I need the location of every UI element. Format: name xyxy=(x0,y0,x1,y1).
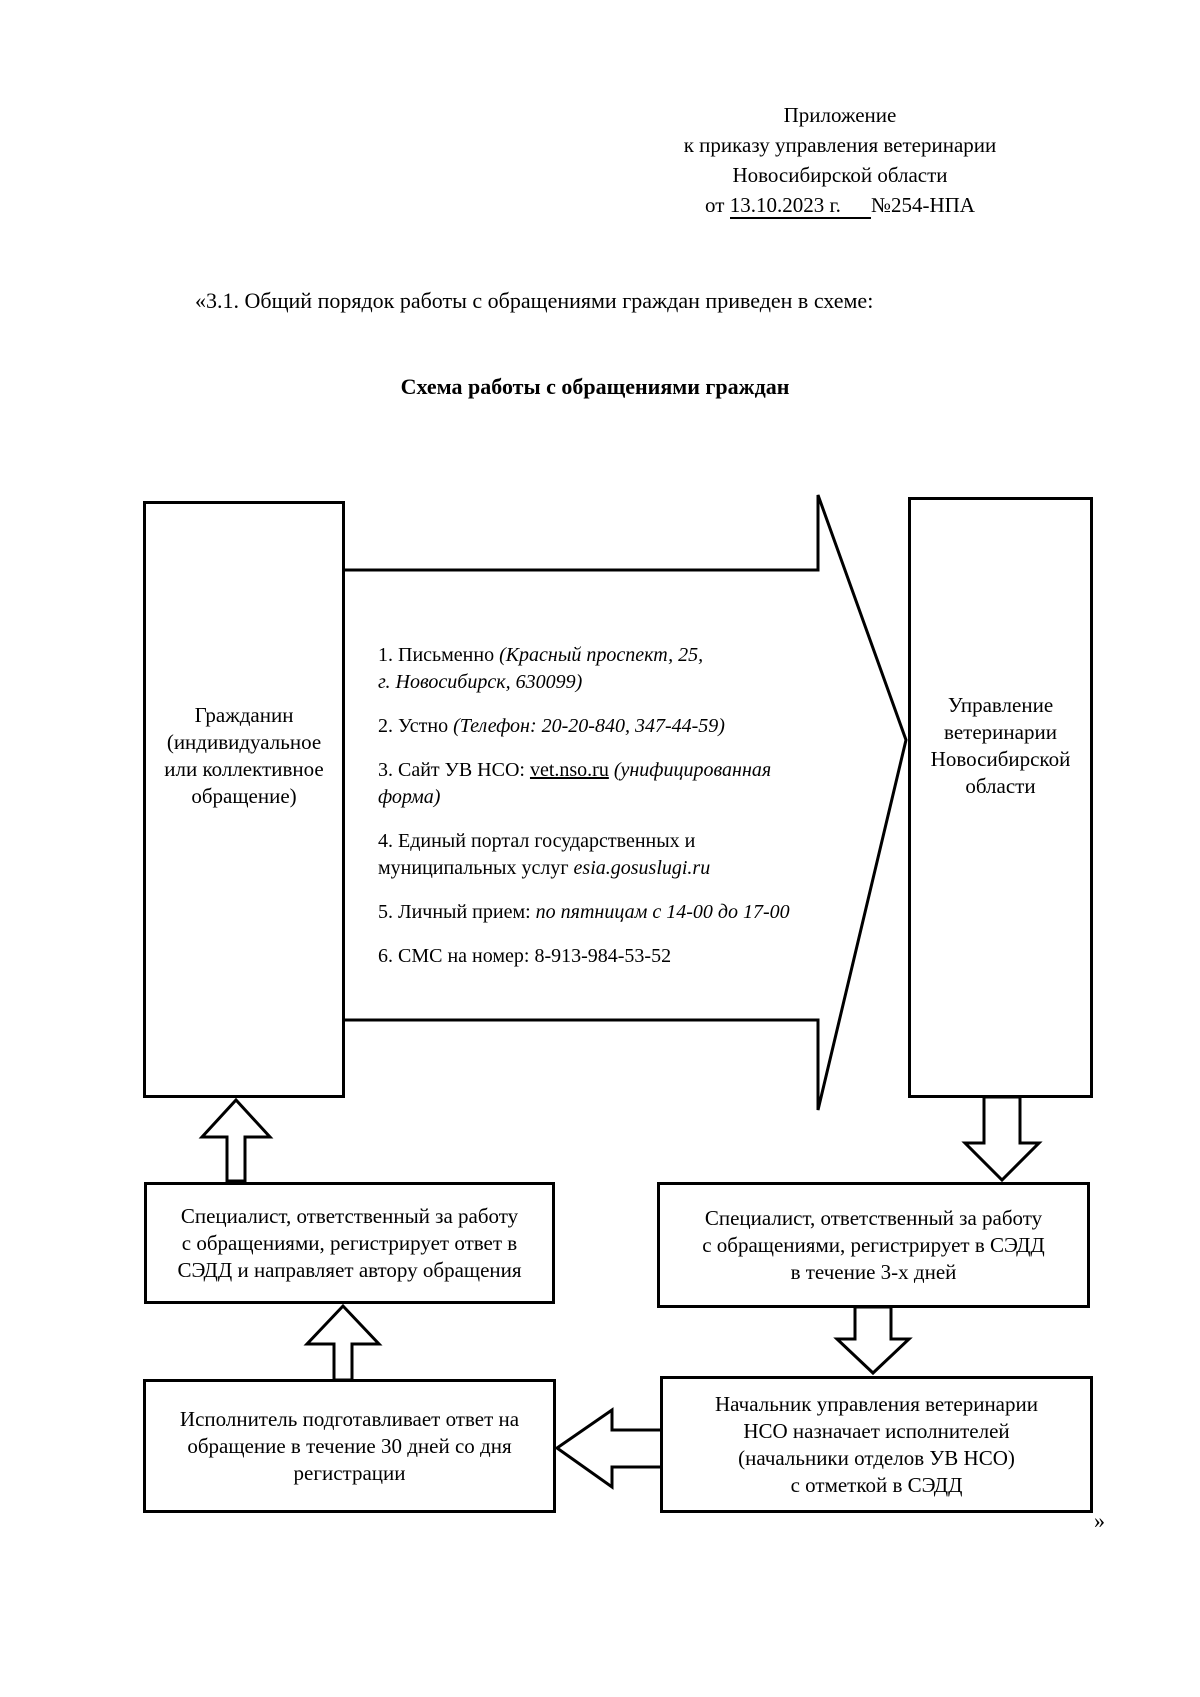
authority-box: Управление ветеринарии Новосибирской обл… xyxy=(908,497,1093,1098)
citizen-box-line: Гражданин xyxy=(194,703,294,727)
citizen-box-line: (индивидуальное xyxy=(166,730,322,754)
diagram-title: Схема работы с обращениями граждан xyxy=(400,374,790,399)
header-line-1: Приложение xyxy=(783,103,897,127)
registration-box-line: с обращениями, регистрирует в СЭДД xyxy=(702,1232,1045,1257)
executor-to-response-up-arrow xyxy=(303,1303,383,1382)
order-number: №254-НПА xyxy=(870,193,975,217)
chief-box-line: (начальники отделов УВ НСО) xyxy=(738,1445,1015,1470)
response-box-line: с обращениями, регистрирует ответ в xyxy=(181,1230,518,1255)
channel-item-written: 1. Письменно (Красный проспект, 25, г. Н… xyxy=(378,644,704,693)
executor-box-line: обращение в течение 30 дней со дня xyxy=(187,1433,512,1458)
document-header: Приложение к приказу управления ветерина… xyxy=(610,100,1070,220)
chief-box-line: НСО назначает исполнителей xyxy=(743,1418,1010,1443)
intro-paragraph: «3.1. Общий порядок работы с обращениями… xyxy=(195,288,874,313)
chief-box-line: Начальник управления ветеринарии xyxy=(715,1391,1038,1416)
chief-box: Начальник управления ветеринарии НСО наз… xyxy=(660,1376,1093,1513)
channel-item-personal-reception: 5. Личный прием: по пятницам с 14-00 до … xyxy=(378,901,790,923)
citizen-box-line: обращение) xyxy=(191,784,297,808)
order-date-prefix: от xyxy=(705,193,730,217)
registration-box-line: Специалист, ответственный за работу xyxy=(704,1205,1043,1230)
response-box-line: Специалист, ответственный за работу xyxy=(180,1203,519,1228)
header-line-4: от 13.10.2023 г.№254-НПА xyxy=(610,190,1070,220)
channel-item-sms: 6. СМС на номер: 8-913-984-53-52 xyxy=(378,945,672,967)
channel-item-oral: 2. Устно (Телефон: 20-20-840, 347-44-59) xyxy=(378,715,725,737)
authority-box-line: ветеринарии xyxy=(944,720,1057,744)
channel-item-website: 3. Сайт УВ НСО: vet.nso.ru (унифицирован… xyxy=(378,759,772,808)
closing-quote: » xyxy=(1094,1508,1105,1533)
header-line-2: к приказу управления ветеринарии xyxy=(683,133,997,157)
citizen-box-line: или коллективное xyxy=(164,757,324,781)
executor-box-line: Исполнитель подготавливает ответ на xyxy=(179,1406,520,1431)
chief-to-executor-left-arrow xyxy=(554,1407,664,1490)
authority-to-registration-down-arrow xyxy=(961,1095,1043,1183)
authority-box-line: области xyxy=(965,774,1036,798)
executor-box: Исполнитель подготавливает ответ на обра… xyxy=(143,1379,556,1513)
registration-box: Специалист, ответственный за работу с об… xyxy=(657,1182,1090,1308)
contact-channels-list: 1. Письменно (Красный проспект, 25, г. Н… xyxy=(378,642,830,987)
website-url: vet.nso.ru xyxy=(529,759,609,781)
order-date: 13.10.2023 г. xyxy=(729,193,871,219)
channel-item-gosuslugi: 4. Единый портал государственных и муниц… xyxy=(378,830,711,879)
authority-box-line: Новосибирской xyxy=(930,747,1071,771)
executor-box-line: регистрации xyxy=(293,1460,406,1485)
registration-box-line: в течение 3-х дней xyxy=(790,1259,957,1284)
response-registration-box: Специалист, ответственный за работу с об… xyxy=(144,1182,555,1304)
response-to-citizen-up-arrow xyxy=(198,1097,274,1183)
citizen-to-authority-arrow xyxy=(345,494,908,1111)
registration-to-chief-down-arrow xyxy=(833,1305,913,1376)
response-box-line: СЭДД и направляет автору обращения xyxy=(177,1257,522,1282)
authority-box-line: Управление xyxy=(947,693,1054,717)
gosuslugi-url: esia.gosuslugi.ru xyxy=(573,857,711,879)
citizen-box: Гражданин (индивидуальное или коллективн… xyxy=(143,501,345,1098)
header-line-3: Новосибирской области xyxy=(732,163,948,187)
chief-box-line: с отметкой в СЭДД xyxy=(790,1472,963,1497)
